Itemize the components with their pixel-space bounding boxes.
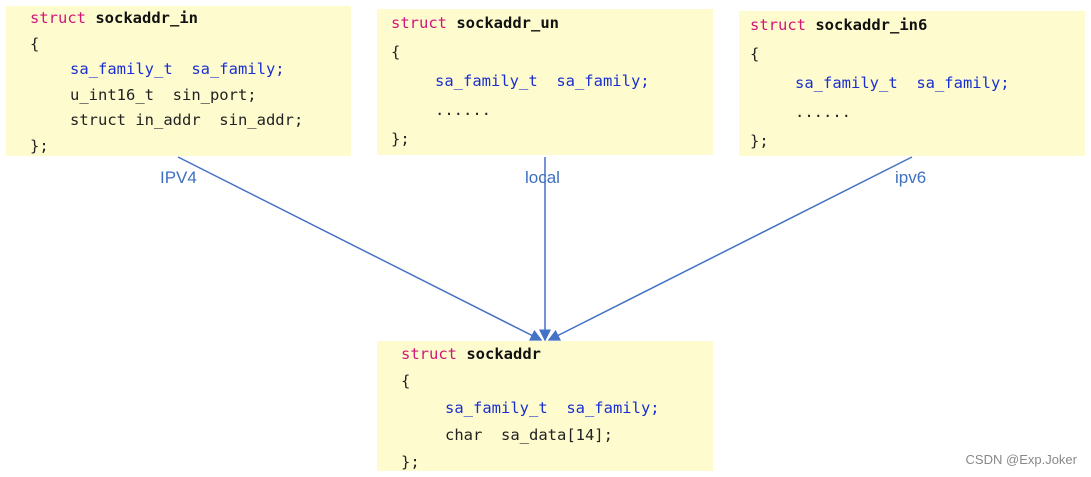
label-ipv4: IPV4	[160, 168, 197, 187]
open-brace: {	[391, 43, 401, 61]
field: sa_family_t sa_family;	[435, 72, 650, 90]
field: ......	[435, 101, 491, 119]
close-brace: };	[391, 130, 410, 148]
struct-name: sockaddr_in6	[815, 16, 928, 34]
field: sa_family_t sa_family;	[70, 60, 285, 78]
watermark: CSDN @Exp.Joker	[965, 452, 1077, 467]
close-brace: };	[750, 132, 769, 150]
open-brace: {	[30, 34, 40, 53]
field: ......	[795, 103, 851, 121]
keyword: struct	[30, 9, 86, 27]
label-ipv6: ipv6	[895, 168, 927, 187]
field: u_int16_t sin_port;	[70, 85, 257, 104]
field: char sa_data[14];	[445, 426, 613, 444]
arrow-ipv6	[547, 156, 913, 341]
field: sa_family_t sa_family;	[795, 74, 1010, 92]
open-brace: {	[750, 45, 760, 63]
struct-name: sockaddr	[466, 345, 541, 363]
close-brace: };	[30, 136, 49, 155]
struct-sockaddr: struct sockaddr { sa_family_t sa_family;ch…	[377, 341, 713, 471]
struct-name: sockaddr_un	[456, 14, 559, 32]
open-brace: {	[401, 372, 411, 390]
field: struct in_addr sin_addr;	[70, 111, 304, 129]
label-local: local	[525, 168, 560, 187]
keyword: struct	[391, 14, 447, 32]
struct-name: sockaddr_in	[95, 9, 198, 27]
struct-sockaddr-in6: struct sockaddr_in6 { sa_family_t sa_famil…	[739, 11, 1085, 156]
field: sa_family_t sa_family;	[445, 399, 660, 417]
struct-sockaddr-un: struct sockaddr_un { sa_family_t sa_family…	[377, 9, 713, 155]
keyword: struct	[750, 16, 806, 34]
arrow-ipv4	[177, 156, 543, 341]
close-brace: };	[401, 453, 420, 471]
keyword: struct	[401, 345, 457, 363]
struct-sockaddr-in: struct sockaddr_in { sa_family_t sa_family…	[6, 6, 351, 156]
